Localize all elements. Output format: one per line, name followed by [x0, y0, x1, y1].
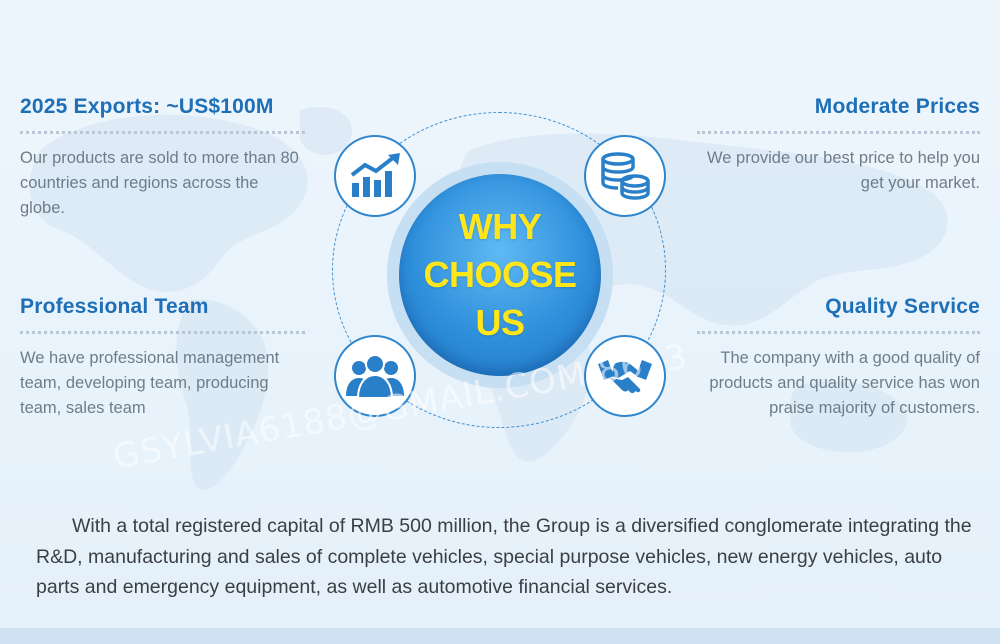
handshake-icon	[598, 360, 652, 394]
hub-line: US	[475, 302, 525, 343]
feature-title: 2025 Exports: ~US$100M	[20, 95, 305, 134]
company-description: With a total registered capital of RMB 5…	[36, 515, 972, 598]
coin-stack-icon-badge	[584, 135, 666, 217]
feature-service: Quality Service The company with a good …	[697, 295, 980, 421]
feature-title: Moderate Prices	[697, 95, 980, 134]
feature-team: Professional Team We have professional m…	[20, 295, 305, 421]
bottom-strip	[0, 628, 1000, 644]
hub-line: WHY	[458, 206, 542, 247]
hub-title: WHY CHOOSE US	[423, 203, 577, 347]
growth-chart-icon-badge	[334, 135, 416, 217]
handshake-icon-badge	[584, 335, 666, 417]
hub-line: CHOOSE	[423, 254, 577, 295]
feature-text: The company with a good quality of produ…	[709, 349, 980, 417]
feature-title: Professional Team	[20, 295, 305, 334]
feature-text: Our products are sold to more than 80 co…	[20, 149, 299, 217]
feature-prices: Moderate Prices We provide our best pric…	[697, 95, 980, 196]
why-choose-us-hub: WHY CHOOSE US	[399, 174, 601, 376]
team-icon-badge	[334, 335, 416, 417]
feature-title: Quality Service	[697, 295, 980, 334]
dashed-orbit	[332, 112, 666, 428]
team-icon	[346, 354, 404, 398]
growth-chart-icon	[350, 153, 400, 197]
feature-text: We provide our best price to help you ge…	[706, 149, 980, 192]
coin-stack-icon	[601, 152, 650, 200]
feature-text: We have professional management team, de…	[20, 349, 280, 417]
feature-exports: 2025 Exports: ~US$100M Our products are …	[20, 95, 305, 221]
